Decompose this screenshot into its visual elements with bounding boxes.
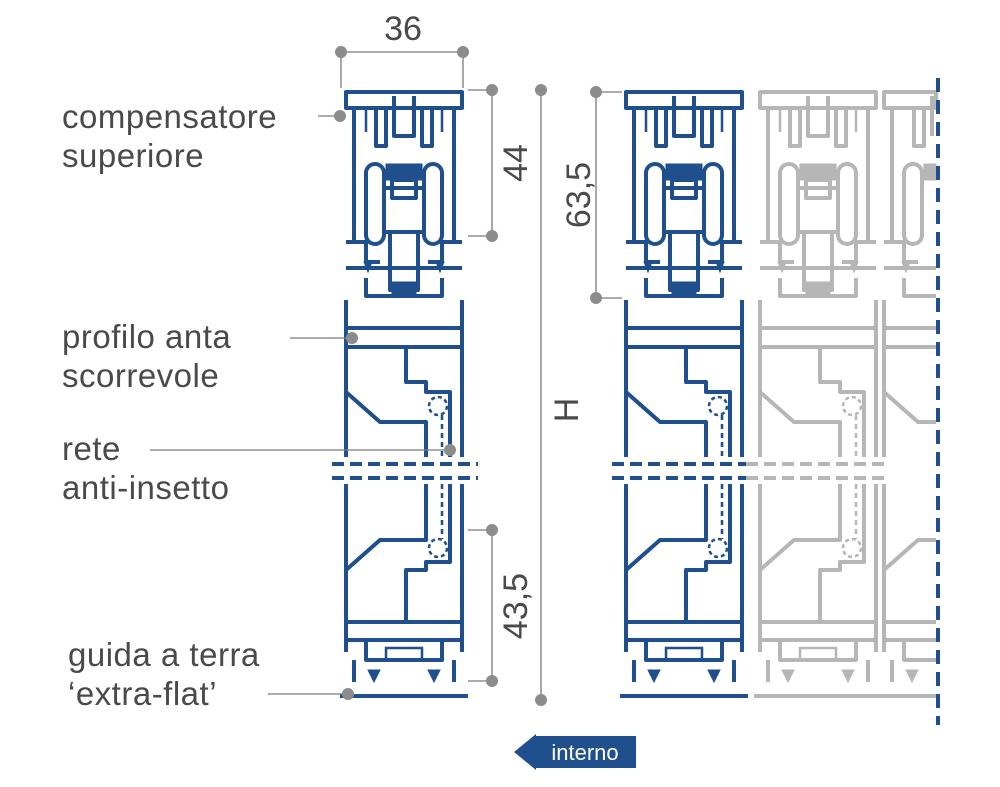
label-sash-line2: scorrevole [62,357,219,394]
label-net-line1: rete [62,430,121,467]
leader-net [150,444,456,456]
dimension-upper [468,84,498,242]
label-compensator-line1: compensatore [62,98,277,135]
dimension-width-value: 36 [384,10,422,48]
dimension-overall [535,84,547,706]
left-profile-section [332,90,478,698]
dimension-lower [468,524,498,687]
direction-tag: interno [514,734,636,770]
label-sash-line1: profilo anta [62,318,231,355]
arrow-left-icon [514,734,536,770]
label-rail-line2: ‘extra-flat’ [68,675,217,712]
label-compensator-line2: superiore [62,137,204,174]
dimension-overall-value: H [548,398,586,423]
dimension-upper-value: 44 [497,144,535,182]
label-net-line2: anti-insetto [62,469,229,506]
right-profile-blue [612,90,758,698]
leader-sash [290,332,358,344]
leader-compensator [318,110,346,122]
right-profile-grey [746,90,938,698]
dimension-right-upper-value: 63,5 [560,162,598,228]
leader-rail [268,688,354,700]
label-rail-line1: guida a terra [68,636,260,673]
dimension-width [335,46,469,88]
dimension-lower-value: 43,5 [497,573,535,639]
dimension-right-upper [590,86,622,304]
direction-tag-label: interno [551,740,618,765]
